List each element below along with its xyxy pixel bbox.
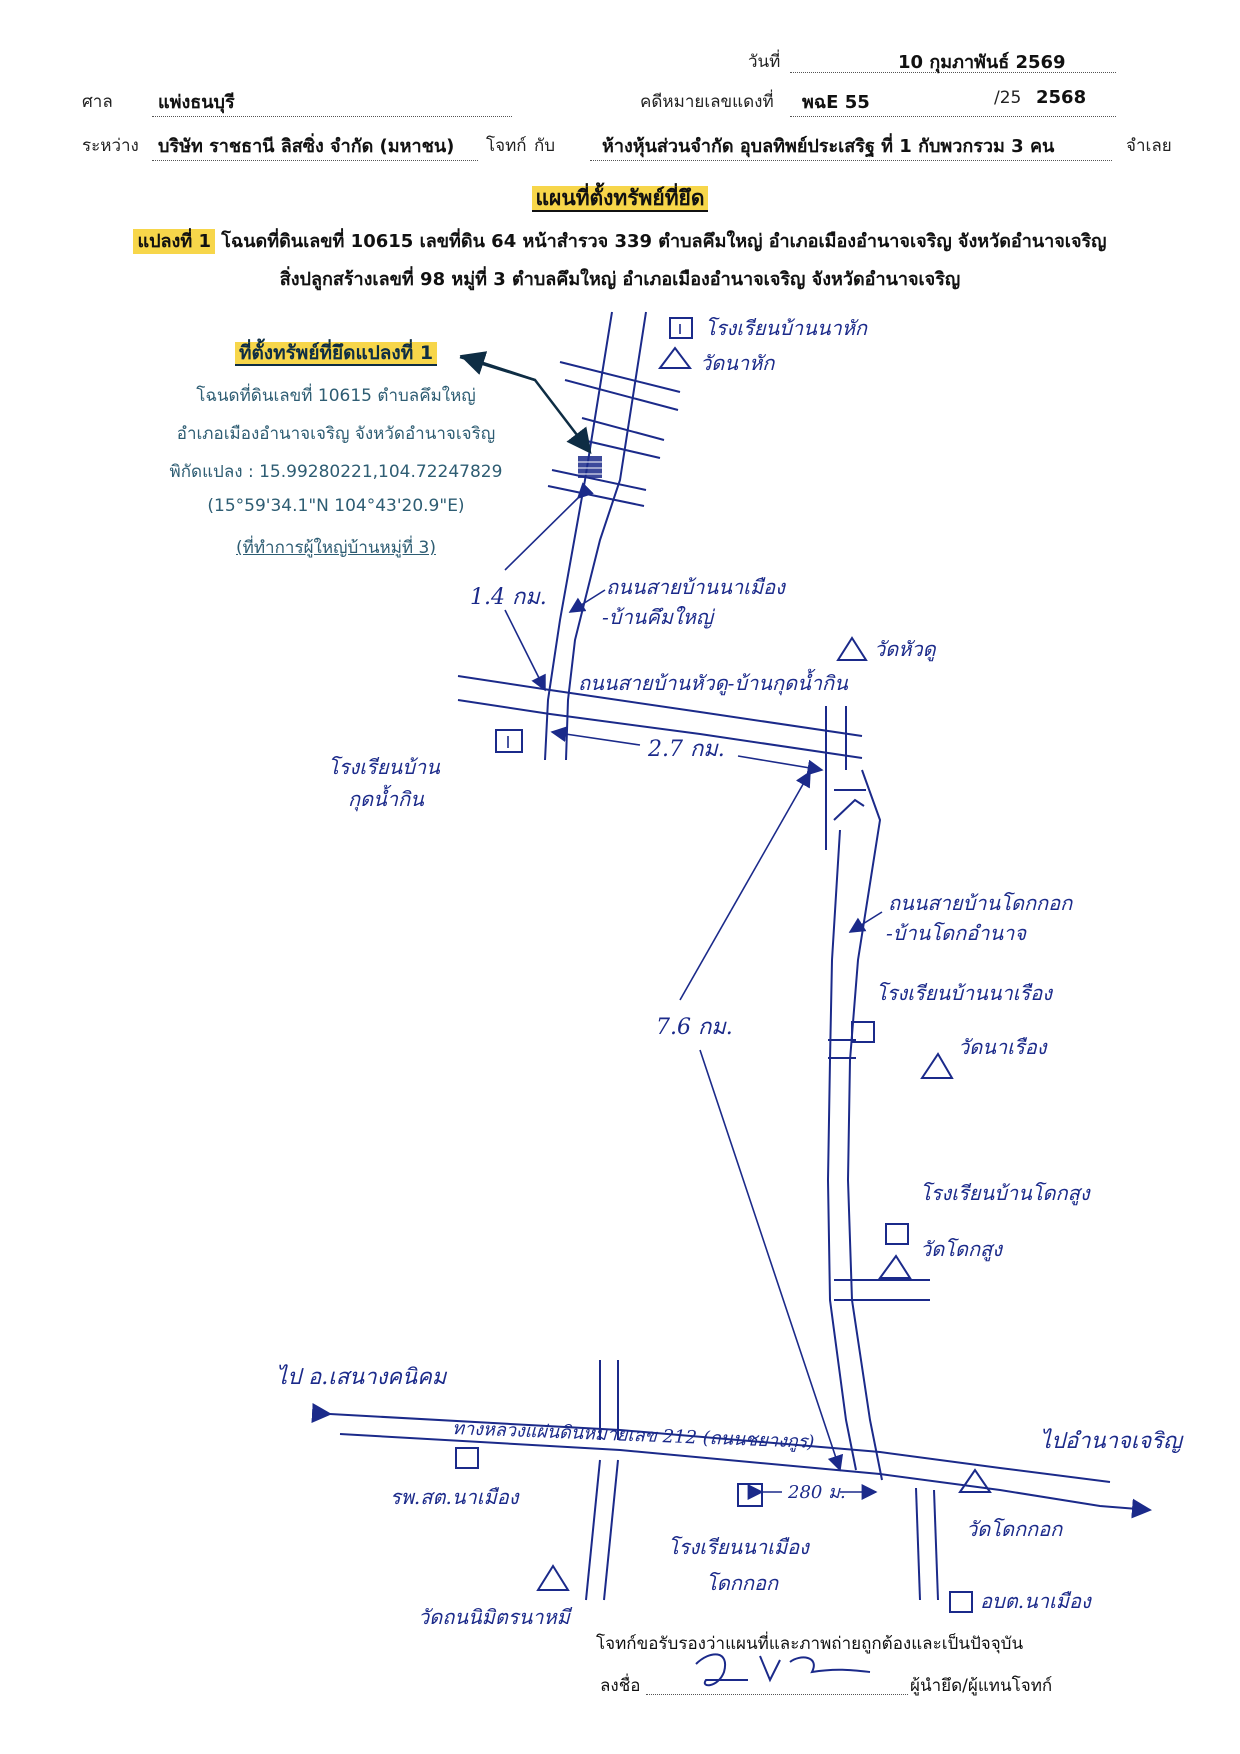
school-kudnamkin-label: โรงเรียนบ้าน — [328, 755, 441, 779]
info-dms: (15°59'34.1"N 104°43'20.9"E) — [207, 496, 465, 516]
certify-text: โจทก์ขอรับรองว่าแผนที่และภาพถ่ายถูกต้องแ… — [596, 1634, 1024, 1654]
highway-label: ทางหลวงแผ่นดินหมายเลข 212 (ถนนชยางกูร) — [452, 1418, 815, 1453]
pointer-arrow-back — [459, 351, 536, 382]
road-nahak-label: ถนนสายบ้านนาเมือง — [606, 575, 786, 599]
dotted-line — [590, 160, 1112, 161]
signature-mark — [695, 1653, 871, 1687]
school-icon — [851, 1021, 875, 1043]
info-deed: โฉนดที่ดินเลขที่ 10615 ตำบลคึมใหญ่ — [196, 386, 476, 406]
road-nahak-label-2: -บ้านคึมใหญ่ — [602, 605, 716, 629]
case-label: คดีหมายเลขแดงที่ — [640, 92, 774, 112]
temple-icon — [958, 1468, 992, 1493]
plaintiff-label: โจทก์ — [486, 136, 527, 156]
info-title: ที่ตั้งทรัพย์ที่ยึดแปลงที่ 1 — [126, 338, 546, 368]
temple-huadu-label: วัดหัวดู — [874, 637, 937, 662]
school-icon — [885, 1223, 909, 1245]
defendant-label: จำเลย — [1126, 136, 1172, 156]
pointer-arrow — [459, 355, 592, 454]
info-district: อำเภอเมืองอำนาจเจริญ จังหวัดอำนาจเจริญ — [176, 424, 496, 444]
between-label: ระหว่าง — [82, 136, 139, 156]
description-line-2: สิ่งปลูกสร้างเลขที่ 98 หมู่ที่ 3 ตำบลคึม… — [279, 269, 961, 290]
to-west-label: ไป อ.เสนางคนิคม — [276, 1364, 448, 1390]
temple-nimit-label: วัดถนนิมิตรนาหมี — [418, 1605, 573, 1629]
temple-icon — [536, 1564, 570, 1591]
office-icon — [949, 1591, 973, 1613]
road-north-south-east — [825, 706, 883, 1481]
school-narueang-label: โรงเรียนบ้านนาเรือง — [876, 981, 1053, 1005]
description-text-1: โฉนดที่ดินเลขที่ 10615 เลขที่ดิน 64 หน้า… — [221, 231, 1107, 252]
school-icon — [669, 317, 693, 339]
distance-1-label: 1.4 กม. — [470, 585, 547, 610]
dotted-line — [152, 116, 512, 117]
road-huadu-kudnamkin — [457, 675, 863, 759]
court-value: แพ่งธนบุรี — [158, 92, 235, 113]
case-year: 2568 — [1036, 87, 1087, 108]
page-title: แผนที่ตั้งทรัพย์ที่ยึด — [0, 182, 1240, 215]
signature-line — [646, 1694, 908, 1695]
highway-212 — [311, 1403, 1152, 1519]
road-cross-highway — [585, 1360, 939, 1601]
road-huadu-label: ถนนสายบ้านหัวดู-บ้านกุดน้ำกิน — [578, 668, 849, 696]
court-label: ศาล — [82, 92, 113, 112]
to-east-label: ไปอำนาจเจริญ — [1040, 1428, 1184, 1454]
temple-nahak-label: วัดนาหัก — [700, 351, 775, 375]
case-prefix: พฉE 55 — [802, 92, 870, 113]
temple-icon — [836, 636, 868, 661]
sao-label: อบต.นาเมือง — [980, 1589, 1092, 1613]
plot-tag: แปลงที่ 1 — [133, 229, 215, 254]
sign-label: ลงชื่อ — [600, 1676, 641, 1696]
case-mid: /25 — [994, 88, 1022, 108]
with-label: กับ — [534, 136, 556, 156]
dotted-line — [152, 160, 478, 161]
sign-role: ผู้นำยึด/ผู้แทนโจทก์ — [910, 1676, 1053, 1696]
school-doksung-label: โรงเรียนบ้านโดกสูง — [920, 1181, 1091, 1206]
school-nahak-label: โรงเรียนบ้านนาหัก — [705, 316, 868, 340]
date-value: 10 กุมภาพันธ์ 2569 — [898, 52, 1066, 73]
distance-2-label: 2.7 กม. — [647, 737, 725, 762]
temple-icon — [658, 346, 692, 369]
hospital-label: รพ.สต.นาเมือง — [390, 1485, 520, 1509]
school-namueang-label: โรงเรียนนาเมือง — [668, 1535, 810, 1559]
distance-3-label: 7.6 กม. — [656, 1015, 733, 1040]
seized-property-marker — [578, 456, 602, 478]
road-crossings-top — [547, 361, 681, 507]
date-label: วันที่ — [748, 52, 781, 72]
temple-icon — [878, 1254, 912, 1279]
road-dokkok-label: ถนนสายบ้านโดกกอก — [888, 891, 1073, 915]
info-note: (ที่ทำการผู้ใหญ่บ้านหมู่ที่ 3) — [236, 538, 436, 558]
plaintiff-name: บริษัท ราชธานี ลิสซิ่ง จำกัด (มหาชน) — [158, 136, 455, 157]
school-namueang-label-2: โดกกอก — [706, 1571, 779, 1595]
school-kudnamkin-label-2: กุดน้ำกิน — [348, 784, 425, 812]
description-line-1: แปลงที่ 1 โฉนดที่ดินเลขที่ 10615 เลขที่ด… — [0, 226, 1240, 255]
defendant-name: ห้างหุ้นส่วนจำกัด อุบลทิพย์ประเสริฐ ที่ … — [602, 136, 1055, 157]
temple-doksung-label: วัดโดกสูง — [920, 1237, 1003, 1262]
temple-icon — [920, 1052, 954, 1079]
distance-4-label: 280 ม. — [787, 1482, 846, 1503]
road-dokkok-label-2: -บ้านโดกอำนาจ — [886, 921, 1027, 945]
dotted-line — [790, 116, 1116, 117]
dotted-line — [790, 72, 1116, 73]
school-icon — [495, 729, 523, 753]
temple-dokkok-label: วัดโดกกอก — [966, 1517, 1063, 1541]
hospital-icon — [455, 1447, 479, 1469]
temple-narueang-label: วัดนาเรือง — [958, 1035, 1048, 1059]
road-north-south-upper — [544, 311, 647, 761]
school-icon — [737, 1483, 763, 1507]
info-coordinates: พิกัดแปลง : 15.99280221,104.72247829 — [169, 462, 503, 482]
